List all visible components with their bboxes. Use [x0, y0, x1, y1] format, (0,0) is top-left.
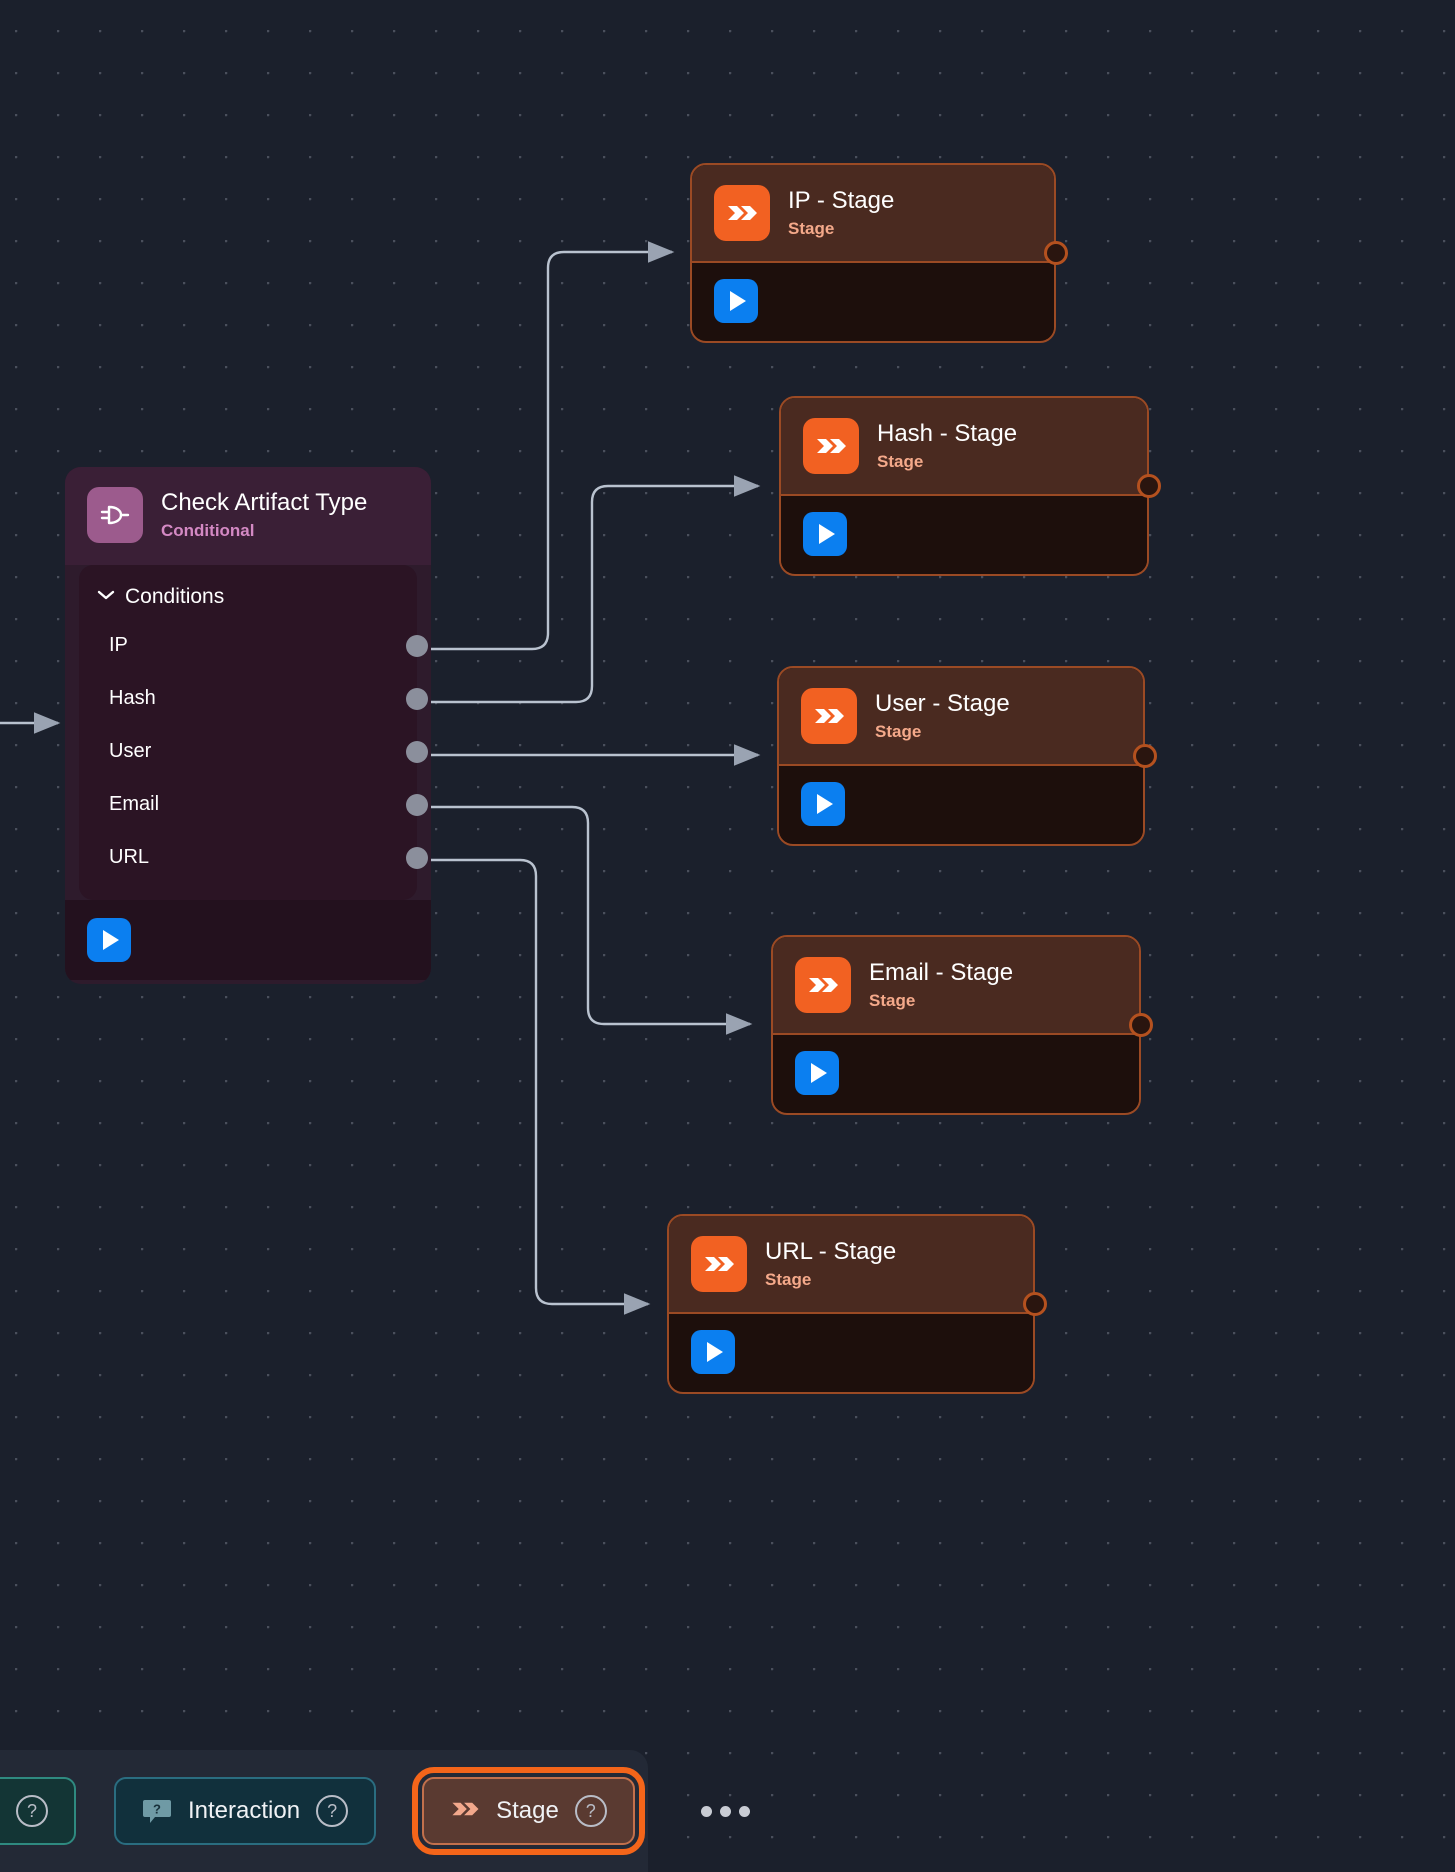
node-url-stage[interactable]: URL - Stage Stage: [667, 1214, 1047, 1394]
condition-label: Email: [109, 793, 160, 815]
node-footer: [65, 900, 431, 980]
edge-url: [402, 858, 651, 1315]
node-title: Email - Stage: [869, 959, 1014, 987]
node-header[interactable]: URL - Stage Stage: [669, 1216, 1033, 1314]
palette-chip-interaction[interactable]: ? Interaction ?: [114, 1777, 377, 1845]
dot: [700, 1805, 712, 1817]
play-icon: [103, 930, 119, 950]
double-chevron-icon: [691, 1236, 747, 1292]
condition-output-handle-email[interactable]: [406, 793, 428, 816]
play-icon: [730, 291, 746, 311]
conditions-panel: Conditions IP Hash User Email: [79, 565, 428, 900]
condition-row-user[interactable]: User: [79, 725, 428, 778]
node-subtype: Conditional: [161, 520, 255, 540]
svg-text:?: ?: [153, 1802, 161, 1817]
run-node-button[interactable]: [714, 279, 758, 323]
node-header[interactable]: User - Stage Stage: [779, 668, 1143, 766]
node-subtype: Stage: [875, 721, 922, 741]
node-subtype: Stage: [788, 218, 835, 238]
node-title: IP - Stage: [788, 187, 895, 215]
node-footer: [773, 1035, 1139, 1111]
edge-email: [402, 805, 753, 1035]
help-icon[interactable]: ?: [316, 1795, 349, 1827]
run-node-button[interactable]: [691, 1330, 735, 1374]
node-email-stage[interactable]: Email - Stage Stage: [771, 935, 1153, 1115]
run-node-button[interactable]: [87, 918, 131, 962]
play-icon: [707, 1342, 723, 1362]
node-output-handle[interactable]: [1023, 1292, 1047, 1316]
condition-row-email[interactable]: Email: [79, 778, 428, 831]
node-footer: [669, 1314, 1033, 1390]
condition-row-ip[interactable]: IP: [79, 619, 428, 672]
node-title: User - Stage: [875, 690, 1010, 718]
run-node-button[interactable]: [801, 782, 845, 826]
condition-output-handle-ip[interactable]: [406, 634, 428, 657]
node-ip-stage[interactable]: IP - Stage Stage: [690, 163, 1068, 343]
more-options-ellipsis-icon[interactable]: [677, 1805, 774, 1817]
node-title: Hash - Stage: [877, 420, 1018, 448]
condition-label: URL: [109, 846, 150, 868]
node-output-handle[interactable]: [1137, 474, 1161, 498]
conditions-section-toggle[interactable]: Conditions: [79, 577, 417, 619]
node-footer: [692, 263, 1054, 339]
play-icon: [817, 794, 833, 814]
help-icon[interactable]: ?: [16, 1795, 48, 1827]
condition-output-handle-user[interactable]: [406, 740, 428, 763]
node-subtype: Stage: [765, 1269, 812, 1289]
node-footer: [779, 766, 1143, 842]
node-title: URL - Stage: [765, 1238, 897, 1266]
help-icon[interactable]: ?: [574, 1795, 607, 1827]
condition-row-hash[interactable]: Hash: [79, 672, 428, 725]
edge-hash: [402, 475, 761, 704]
condition-output-handle-hash[interactable]: [406, 687, 428, 710]
play-icon: [819, 524, 835, 544]
node-user-stage[interactable]: User - Stage Stage: [777, 666, 1157, 846]
node-subtype: Stage: [869, 990, 916, 1010]
play-icon: [811, 1063, 827, 1083]
node-header[interactable]: Email - Stage Stage: [773, 937, 1139, 1035]
run-node-button[interactable]: [803, 512, 847, 556]
double-chevron-icon: [450, 1800, 480, 1823]
palette-chip-truncated[interactable]: ?: [0, 1777, 76, 1845]
node-hash-stage[interactable]: Hash - Stage Stage: [779, 396, 1161, 576]
double-chevron-icon: [714, 185, 770, 241]
speech-bubble-question-icon: ?: [142, 1798, 172, 1824]
node-title: Check Artifact Type: [161, 489, 368, 517]
palette-chip-label: Stage: [496, 1797, 559, 1824]
double-chevron-icon: [795, 957, 851, 1013]
dot: [719, 1805, 731, 1817]
double-chevron-icon: [803, 418, 859, 474]
double-chevron-icon: [801, 688, 857, 744]
palette-chip-label: Interaction: [188, 1797, 301, 1824]
node-subtype: Stage: [877, 451, 924, 471]
node-header[interactable]: Hash - Stage Stage: [781, 398, 1147, 496]
conditional-gate-icon: [87, 487, 143, 543]
condition-label: IP: [109, 634, 128, 656]
edge-ip: [402, 241, 675, 651]
node-footer: [781, 496, 1147, 572]
node-header[interactable]: Check Artifact Type Conditional: [65, 467, 431, 565]
node-check-artifact-type[interactable]: Check Artifact Type Conditional Conditio…: [65, 467, 431, 984]
dot: [738, 1805, 750, 1817]
node-palette-toolbar[interactable]: ? ? Interaction ? Stage ?: [0, 1750, 750, 1872]
run-node-button[interactable]: [795, 1051, 839, 1095]
palette-chip-stage[interactable]: Stage ?: [412, 1767, 645, 1855]
node-output-handle[interactable]: [1133, 744, 1157, 768]
condition-label: User: [109, 740, 152, 762]
chevron-down-icon: [97, 588, 115, 606]
node-output-handle[interactable]: [1129, 1013, 1153, 1037]
condition-output-handle-url[interactable]: [406, 846, 428, 869]
condition-row-url[interactable]: URL: [79, 831, 428, 884]
node-header[interactable]: IP - Stage Stage: [692, 165, 1054, 263]
condition-label: Hash: [109, 687, 156, 709]
conditions-label: Conditions: [125, 585, 225, 608]
node-output-handle[interactable]: [1044, 241, 1068, 265]
